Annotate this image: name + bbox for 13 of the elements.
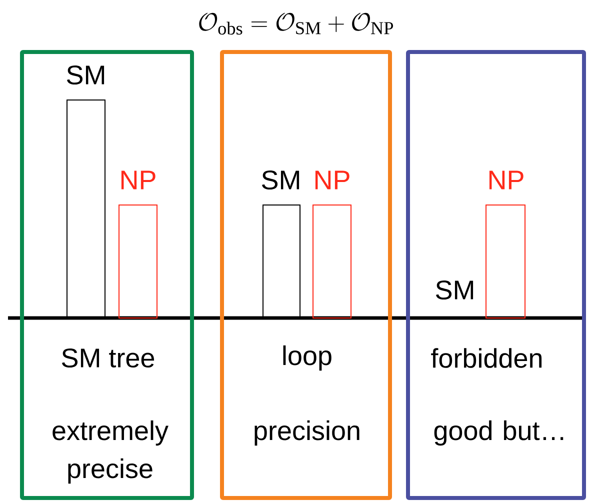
panel-caption: precision xyxy=(254,420,360,446)
panel-caption: extremely precise xyxy=(52,420,168,484)
panel-caption: forbidden xyxy=(431,348,542,368)
bar-label: NP xyxy=(121,170,156,190)
bar-label: SM xyxy=(436,280,474,300)
panel-caption: good but… xyxy=(434,420,564,446)
bar-label: SM xyxy=(262,170,300,190)
bar-label: NP xyxy=(315,170,350,190)
bar-label: SM xyxy=(66,65,104,85)
title-formula: $\mathcal{O}_{\mathrm{obs}}=\mathcal{O}_{\mathrm{SM}}+\mathcal{O}_{\mathrm{NP}}$ xyxy=(199,12,393,35)
panel-caption: SM tree xyxy=(62,348,154,368)
panel-caption: loop xyxy=(283,345,332,371)
bar-label: NP xyxy=(489,170,524,190)
